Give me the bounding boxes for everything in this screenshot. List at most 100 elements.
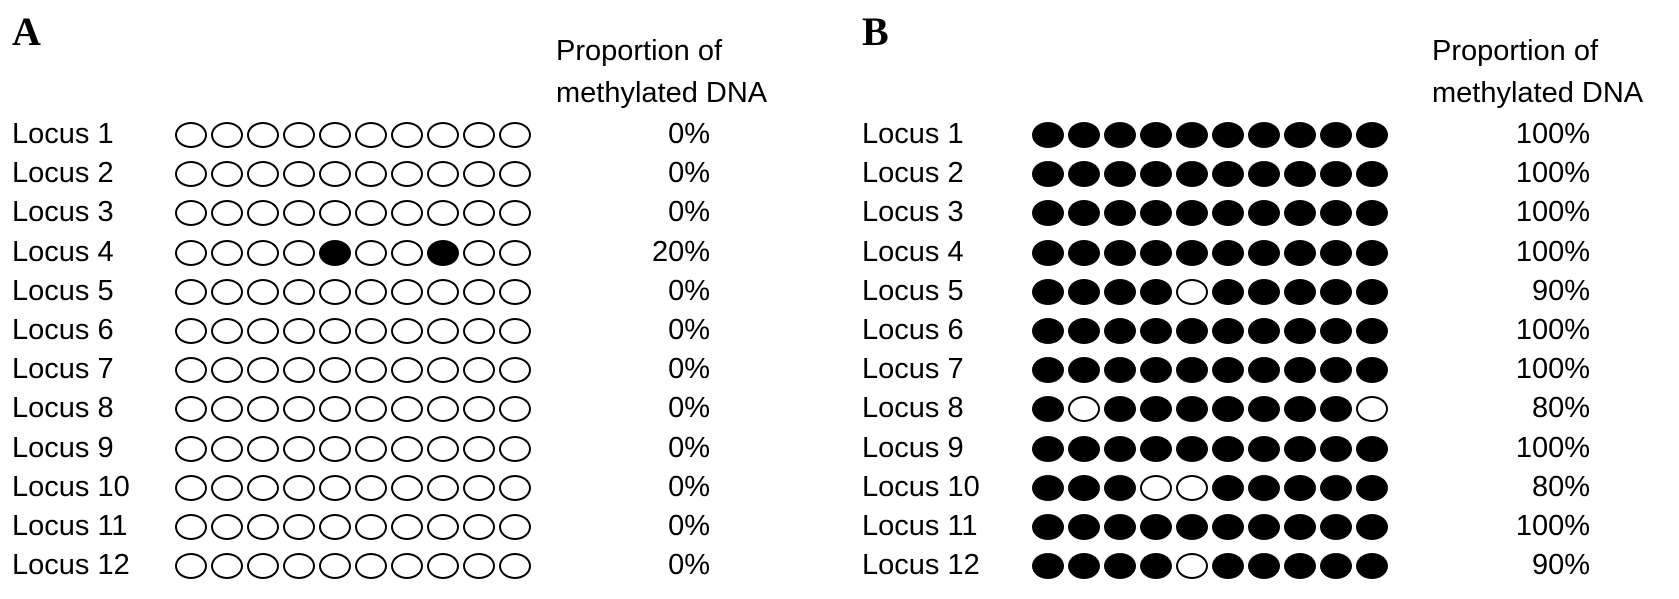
unmethylated-site xyxy=(175,474,207,501)
methylated-site xyxy=(1248,474,1280,501)
methylated-site xyxy=(1032,317,1064,344)
methylated-site xyxy=(1176,317,1208,344)
methylated-site xyxy=(319,239,351,266)
methylated-site xyxy=(1212,357,1244,384)
locus-label: Locus 6 xyxy=(862,313,964,346)
methylated-site xyxy=(1320,474,1352,501)
methylated-site xyxy=(1068,474,1100,501)
methylation-percent: 0% xyxy=(668,549,710,582)
methylation-percent: 0% xyxy=(668,196,710,229)
methylation-percent: 90% xyxy=(1531,274,1590,307)
unmethylated-site xyxy=(283,122,315,148)
unmethylated-site xyxy=(355,357,387,384)
methylated-site xyxy=(1068,161,1100,188)
methylated-site xyxy=(1104,239,1136,266)
methylated-site xyxy=(1248,122,1280,148)
unmethylated-site xyxy=(391,161,423,188)
methylated-site xyxy=(1284,278,1316,305)
methylated-site xyxy=(1212,278,1244,305)
cpg-sites xyxy=(175,553,531,580)
unmethylated-site xyxy=(211,474,243,501)
methylated-site xyxy=(1248,200,1280,227)
unmethylated-site xyxy=(319,278,351,305)
methylated-site xyxy=(1248,278,1280,305)
methylated-site xyxy=(1068,553,1100,580)
methylated-site xyxy=(1140,200,1172,227)
unmethylated-site xyxy=(355,239,387,266)
unmethylated-site xyxy=(247,278,279,305)
methylated-site xyxy=(1320,317,1352,344)
methylated-site xyxy=(1032,161,1064,188)
methylated-site xyxy=(1320,161,1352,188)
methylation-percent: 0% xyxy=(668,313,710,346)
unmethylated-site xyxy=(175,200,207,227)
methylation-percent: 100% xyxy=(1515,509,1590,542)
unmethylated-site xyxy=(427,357,459,384)
cpg-sites xyxy=(1032,474,1388,501)
unmethylated-site xyxy=(175,278,207,305)
methylated-site xyxy=(1248,396,1280,423)
locus-label: Locus 10 xyxy=(12,470,130,503)
methylated-site xyxy=(1356,122,1388,148)
unmethylated-site xyxy=(499,474,531,501)
unmethylated-site xyxy=(391,317,423,344)
unmethylated-site xyxy=(247,239,279,266)
methylation-percent: 80% xyxy=(1531,392,1590,425)
methylated-site xyxy=(1140,161,1172,188)
unmethylated-site xyxy=(463,278,495,305)
methylated-site xyxy=(1212,513,1244,540)
unmethylated-site xyxy=(283,239,315,266)
unmethylated-site xyxy=(211,239,243,266)
methylation-percent: 0% xyxy=(668,274,710,307)
methylated-site xyxy=(1284,317,1316,344)
methylated-site xyxy=(1248,357,1280,384)
unmethylated-site xyxy=(499,200,531,227)
methylated-site xyxy=(1356,357,1388,384)
cpg-sites xyxy=(1032,396,1388,423)
methylation-percent: 0% xyxy=(668,431,710,464)
cpg-sites xyxy=(175,317,531,344)
unmethylated-site xyxy=(175,122,207,148)
locus-label: Locus 9 xyxy=(862,431,964,464)
methylated-site xyxy=(1032,553,1064,580)
methylated-site xyxy=(1356,239,1388,266)
methylated-site xyxy=(1284,474,1316,501)
methylated-site xyxy=(1212,435,1244,462)
unmethylated-site xyxy=(283,396,315,423)
unmethylated-site xyxy=(391,435,423,462)
locus-label: Locus 11 xyxy=(12,509,128,542)
unmethylated-site xyxy=(427,435,459,462)
unmethylated-site xyxy=(427,553,459,580)
header-line-1: Proportion of xyxy=(1432,35,1599,67)
methylated-site xyxy=(1104,317,1136,344)
methylation-percent: 90% xyxy=(1531,549,1590,582)
unmethylated-site xyxy=(499,513,531,540)
unmethylated-site xyxy=(463,553,495,580)
methylated-site xyxy=(1212,553,1244,580)
unmethylated-site xyxy=(355,396,387,423)
methylated-site xyxy=(1104,357,1136,384)
methylated-site xyxy=(1104,200,1136,227)
unmethylated-site xyxy=(211,513,243,540)
unmethylated-site xyxy=(283,435,315,462)
header-line-2: methylated DNA xyxy=(1432,77,1644,109)
panel-letter: A xyxy=(12,9,41,54)
locus-label: Locus 6 xyxy=(12,313,114,346)
methylation-percent: 100% xyxy=(1515,196,1590,229)
cpg-sites xyxy=(1032,278,1388,305)
cpg-sites xyxy=(1032,553,1388,580)
unmethylated-site xyxy=(355,122,387,148)
cpg-sites xyxy=(175,435,531,462)
methylated-site xyxy=(1356,474,1388,501)
locus-label: Locus 2 xyxy=(12,157,114,190)
cpg-sites xyxy=(1032,200,1388,227)
methylated-site xyxy=(1176,200,1208,227)
unmethylated-site xyxy=(499,435,531,462)
methylated-site xyxy=(1248,513,1280,540)
unmethylated-site xyxy=(463,474,495,501)
